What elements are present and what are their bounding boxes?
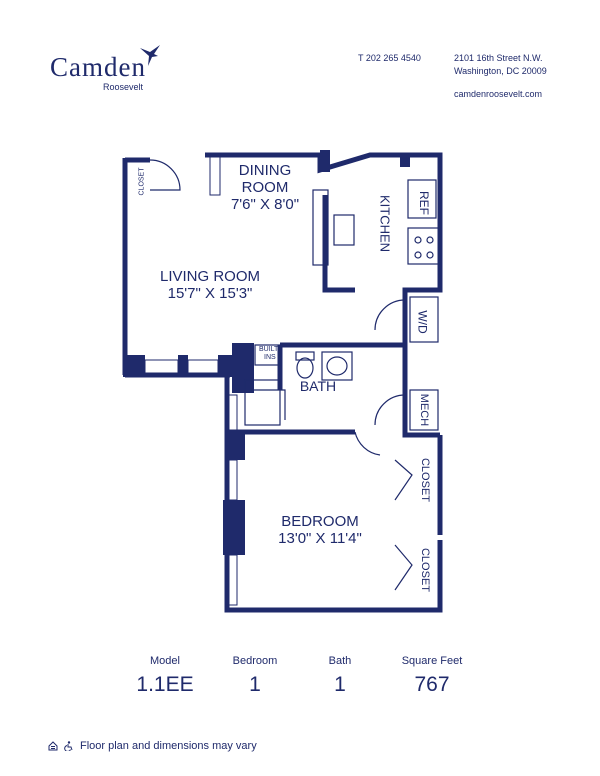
equal-housing-icon bbox=[48, 741, 58, 751]
footer: Floor plan and dimensions may vary bbox=[48, 740, 257, 752]
mech-label: MECH bbox=[418, 393, 431, 427]
entry-closet-label: CLOSET bbox=[138, 167, 146, 196]
refrigerator-label: REF bbox=[417, 191, 431, 215]
website-link[interactable]: camdenroosevelt.com bbox=[454, 89, 543, 99]
square-feet-stat: Square Feet 767 bbox=[401, 655, 463, 696]
dining-room-label: DINING ROOM 7'6" X 8'0" bbox=[230, 162, 300, 213]
bedroom-closet-2-label: CLOSET bbox=[419, 547, 432, 593]
address-line-1: 2101 16th Street N.W. bbox=[454, 53, 543, 63]
living-room-label: LIVING ROOM 15'7" X 15'3" bbox=[159, 268, 260, 302]
address-line-2: Washington, DC 20009 bbox=[454, 66, 547, 76]
hummingbird-logo-icon bbox=[140, 45, 160, 66]
property-name: Roosevelt bbox=[103, 82, 144, 92]
bedroom-stat: Bedroom 1 bbox=[232, 655, 278, 696]
brand-logo-wordmark: Camden bbox=[50, 52, 146, 82]
bedroom-label: BEDROOM 13'0" X 11'4" bbox=[278, 513, 362, 547]
disclaimer-text: Floor plan and dimensions may vary bbox=[80, 740, 257, 752]
bath-stat: Bath 1 bbox=[328, 655, 352, 696]
built-ins-label: BUILT INS bbox=[259, 346, 279, 361]
accessibility-icon bbox=[64, 741, 73, 751]
bath-label: BATH bbox=[299, 378, 337, 394]
washer-dryer-label: W/D bbox=[415, 310, 430, 334]
kitchen-label: KITCHEN bbox=[377, 194, 393, 253]
bedroom-closet-1-label: CLOSET bbox=[419, 457, 432, 503]
phone-number: T 202 265 4540 bbox=[358, 53, 421, 63]
model-stat: Model 1.1EE bbox=[136, 655, 194, 696]
